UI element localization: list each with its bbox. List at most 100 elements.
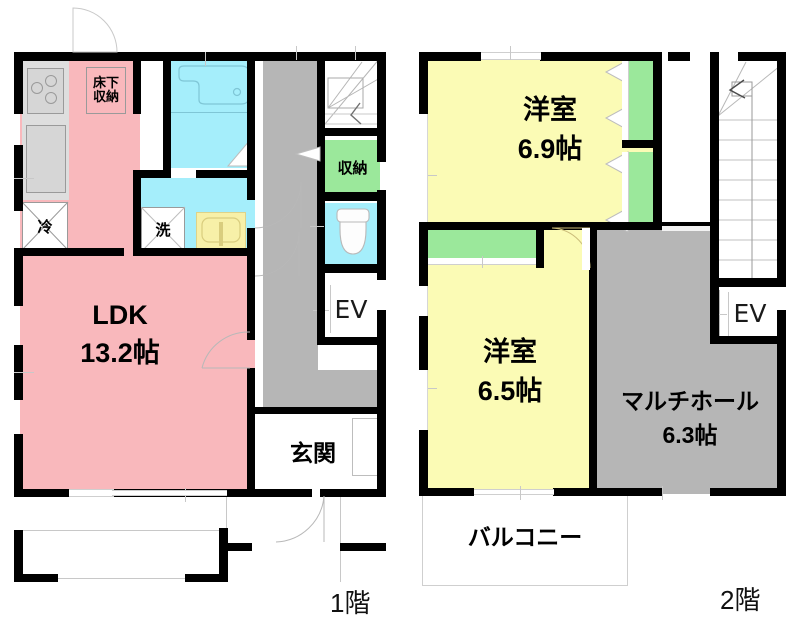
wall-f1-wash-top-b bbox=[196, 170, 255, 178]
ldk-label-line1: LDK bbox=[92, 300, 148, 330]
western-room-south-line1: 洋室 bbox=[483, 337, 537, 367]
elevator2-label: EV bbox=[733, 299, 767, 328]
western-room-north-line1: 洋室 bbox=[523, 95, 577, 125]
window-f2-left-opening-1 bbox=[419, 114, 428, 222]
wall-f1-right-b bbox=[377, 190, 386, 280]
south-room-door-leaf bbox=[582, 228, 590, 270]
room-western-north-fill bbox=[425, 58, 657, 228]
closet-south-door-tick bbox=[482, 256, 483, 268]
wall-f2-mid-horizontal bbox=[419, 222, 597, 230]
wall-f1-corr-left-d bbox=[247, 368, 255, 496]
wall-f2-left-b bbox=[419, 228, 428, 286]
entrance-door-swing-icon bbox=[275, 495, 325, 543]
wall-terrace-right bbox=[340, 543, 386, 551]
under-floor-storage-line1: 床下 bbox=[92, 75, 119, 91]
wall-f1-bath-right bbox=[247, 52, 255, 170]
wall-f1-ev-bottom bbox=[317, 337, 386, 345]
window-tick-toilet bbox=[310, 226, 324, 227]
hall-door-swing-2-icon bbox=[254, 231, 300, 277]
wall-f2-left-a bbox=[419, 52, 428, 114]
wall-terrace-bottom-b bbox=[185, 574, 227, 582]
ldk-label: LDK 13.2帖 bbox=[20, 300, 220, 370]
refrigerator-x-icon bbox=[21, 201, 69, 251]
elevator-door-line bbox=[330, 285, 331, 333]
washing-machine-label: 洗 bbox=[155, 221, 171, 239]
bath-divider-line bbox=[170, 112, 255, 113]
elevator-label: EV bbox=[334, 294, 368, 324]
wall-f2-ev-bottom bbox=[710, 336, 786, 344]
stove-icon bbox=[27, 68, 64, 114]
wall-f1-corr-left-b bbox=[247, 228, 255, 260]
vanity-basin-icon bbox=[201, 217, 241, 246]
multi-hall-label: マルチホール 6.3帖 bbox=[600, 382, 780, 450]
room-terrace-fill bbox=[20, 497, 380, 582]
wall-f2-left-c bbox=[419, 316, 428, 370]
wall-f2-ev-left bbox=[710, 286, 719, 342]
western-room-south-label: 洋室 6.5帖 bbox=[430, 330, 590, 408]
window-f2-top-opening bbox=[481, 52, 541, 60]
balcony-label: バルコニー bbox=[467, 525, 583, 551]
window-f2-left-opening-3 bbox=[419, 370, 428, 430]
wall-terrace-mid bbox=[219, 528, 228, 582]
wall-f1-wash-left bbox=[133, 170, 141, 256]
wall-f1-left-c bbox=[14, 248, 23, 306]
wall-f1-toilet-bottom bbox=[317, 264, 386, 273]
window-f2-left-tick-1 bbox=[419, 175, 437, 176]
window-tick-left-2 bbox=[14, 372, 34, 373]
wall-f2-top-a bbox=[419, 52, 481, 61]
wall-f2-top-b bbox=[540, 52, 605, 61]
wall-f1-entrance-top bbox=[255, 407, 386, 414]
wall-f1-right-c bbox=[377, 310, 386, 496]
wall-f2-closet-n-right-b bbox=[653, 146, 662, 230]
multi-hall-line1: マルチホール bbox=[621, 388, 759, 414]
floor1-caption: 1階 bbox=[330, 588, 371, 618]
wall-f1-top bbox=[14, 52, 386, 61]
room-western-south-fill bbox=[425, 228, 597, 494]
wall-f2-right-b bbox=[777, 310, 786, 496]
wall-f1-wash-bottom bbox=[133, 248, 255, 256]
wall-f1-closet-left bbox=[317, 133, 325, 203]
wall-f2-stairs-left bbox=[710, 52, 719, 290]
wall-f1-wash-top-a bbox=[133, 170, 169, 178]
wall-f1-bottom-c bbox=[267, 489, 312, 497]
wall-f1-ev-left bbox=[317, 272, 325, 342]
wall-f1-bottom-d bbox=[320, 489, 386, 497]
wall-f2-closet-n-right-a bbox=[653, 52, 662, 147]
entrance-label: 玄関 bbox=[290, 441, 336, 467]
room-closet-fill bbox=[325, 140, 380, 195]
under-floor-storage-line2: 収納 bbox=[92, 89, 119, 105]
elevator2-tick bbox=[711, 314, 727, 315]
under-floor-storage-box bbox=[86, 67, 126, 114]
floor1-group: 冷 床下 収納 洗 bbox=[14, 7, 386, 618]
wall-f1-stairs-left bbox=[317, 54, 325, 130]
ldk-door-swing-icon bbox=[201, 331, 251, 369]
wall-f1-closet-bottom bbox=[317, 192, 386, 201]
wall-f2-bottom-a bbox=[419, 488, 474, 496]
room-balcony-fill bbox=[425, 497, 625, 582]
sink-icon bbox=[26, 125, 66, 193]
wall-f2-left-d bbox=[419, 430, 428, 496]
window-f2-bottom-tick bbox=[520, 486, 521, 500]
shoe-box-icon bbox=[352, 418, 380, 476]
closet-south-fill bbox=[428, 230, 540, 262]
window-tick-top-3 bbox=[355, 46, 356, 60]
wall-f1-bottom-a bbox=[14, 489, 69, 497]
ldk-window-opening bbox=[69, 489, 114, 497]
refrigerator-label: 冷 bbox=[37, 217, 53, 236]
hall-threshold bbox=[662, 226, 710, 231]
wall-f2-bottom-c bbox=[597, 488, 662, 496]
window-tick-top-2 bbox=[296, 46, 297, 60]
elevator2-door-line bbox=[728, 292, 729, 336]
wall-f2-ev-top bbox=[710, 278, 786, 287]
wall-f1-corr-left-c bbox=[247, 252, 255, 340]
closet-north-upper-door bbox=[622, 58, 629, 146]
toilet-bowl-icon bbox=[336, 208, 370, 255]
wall-f2-bottom-d bbox=[710, 488, 786, 496]
wall-f2-closet-divider bbox=[622, 140, 662, 148]
window-f2-left-tick-2 bbox=[419, 388, 437, 389]
wall-f2-right-a bbox=[777, 52, 786, 282]
wall-terrace-left bbox=[14, 530, 23, 582]
window-tick-left-1 bbox=[14, 178, 34, 179]
window-f2-hall-bottom-tick bbox=[662, 486, 663, 500]
